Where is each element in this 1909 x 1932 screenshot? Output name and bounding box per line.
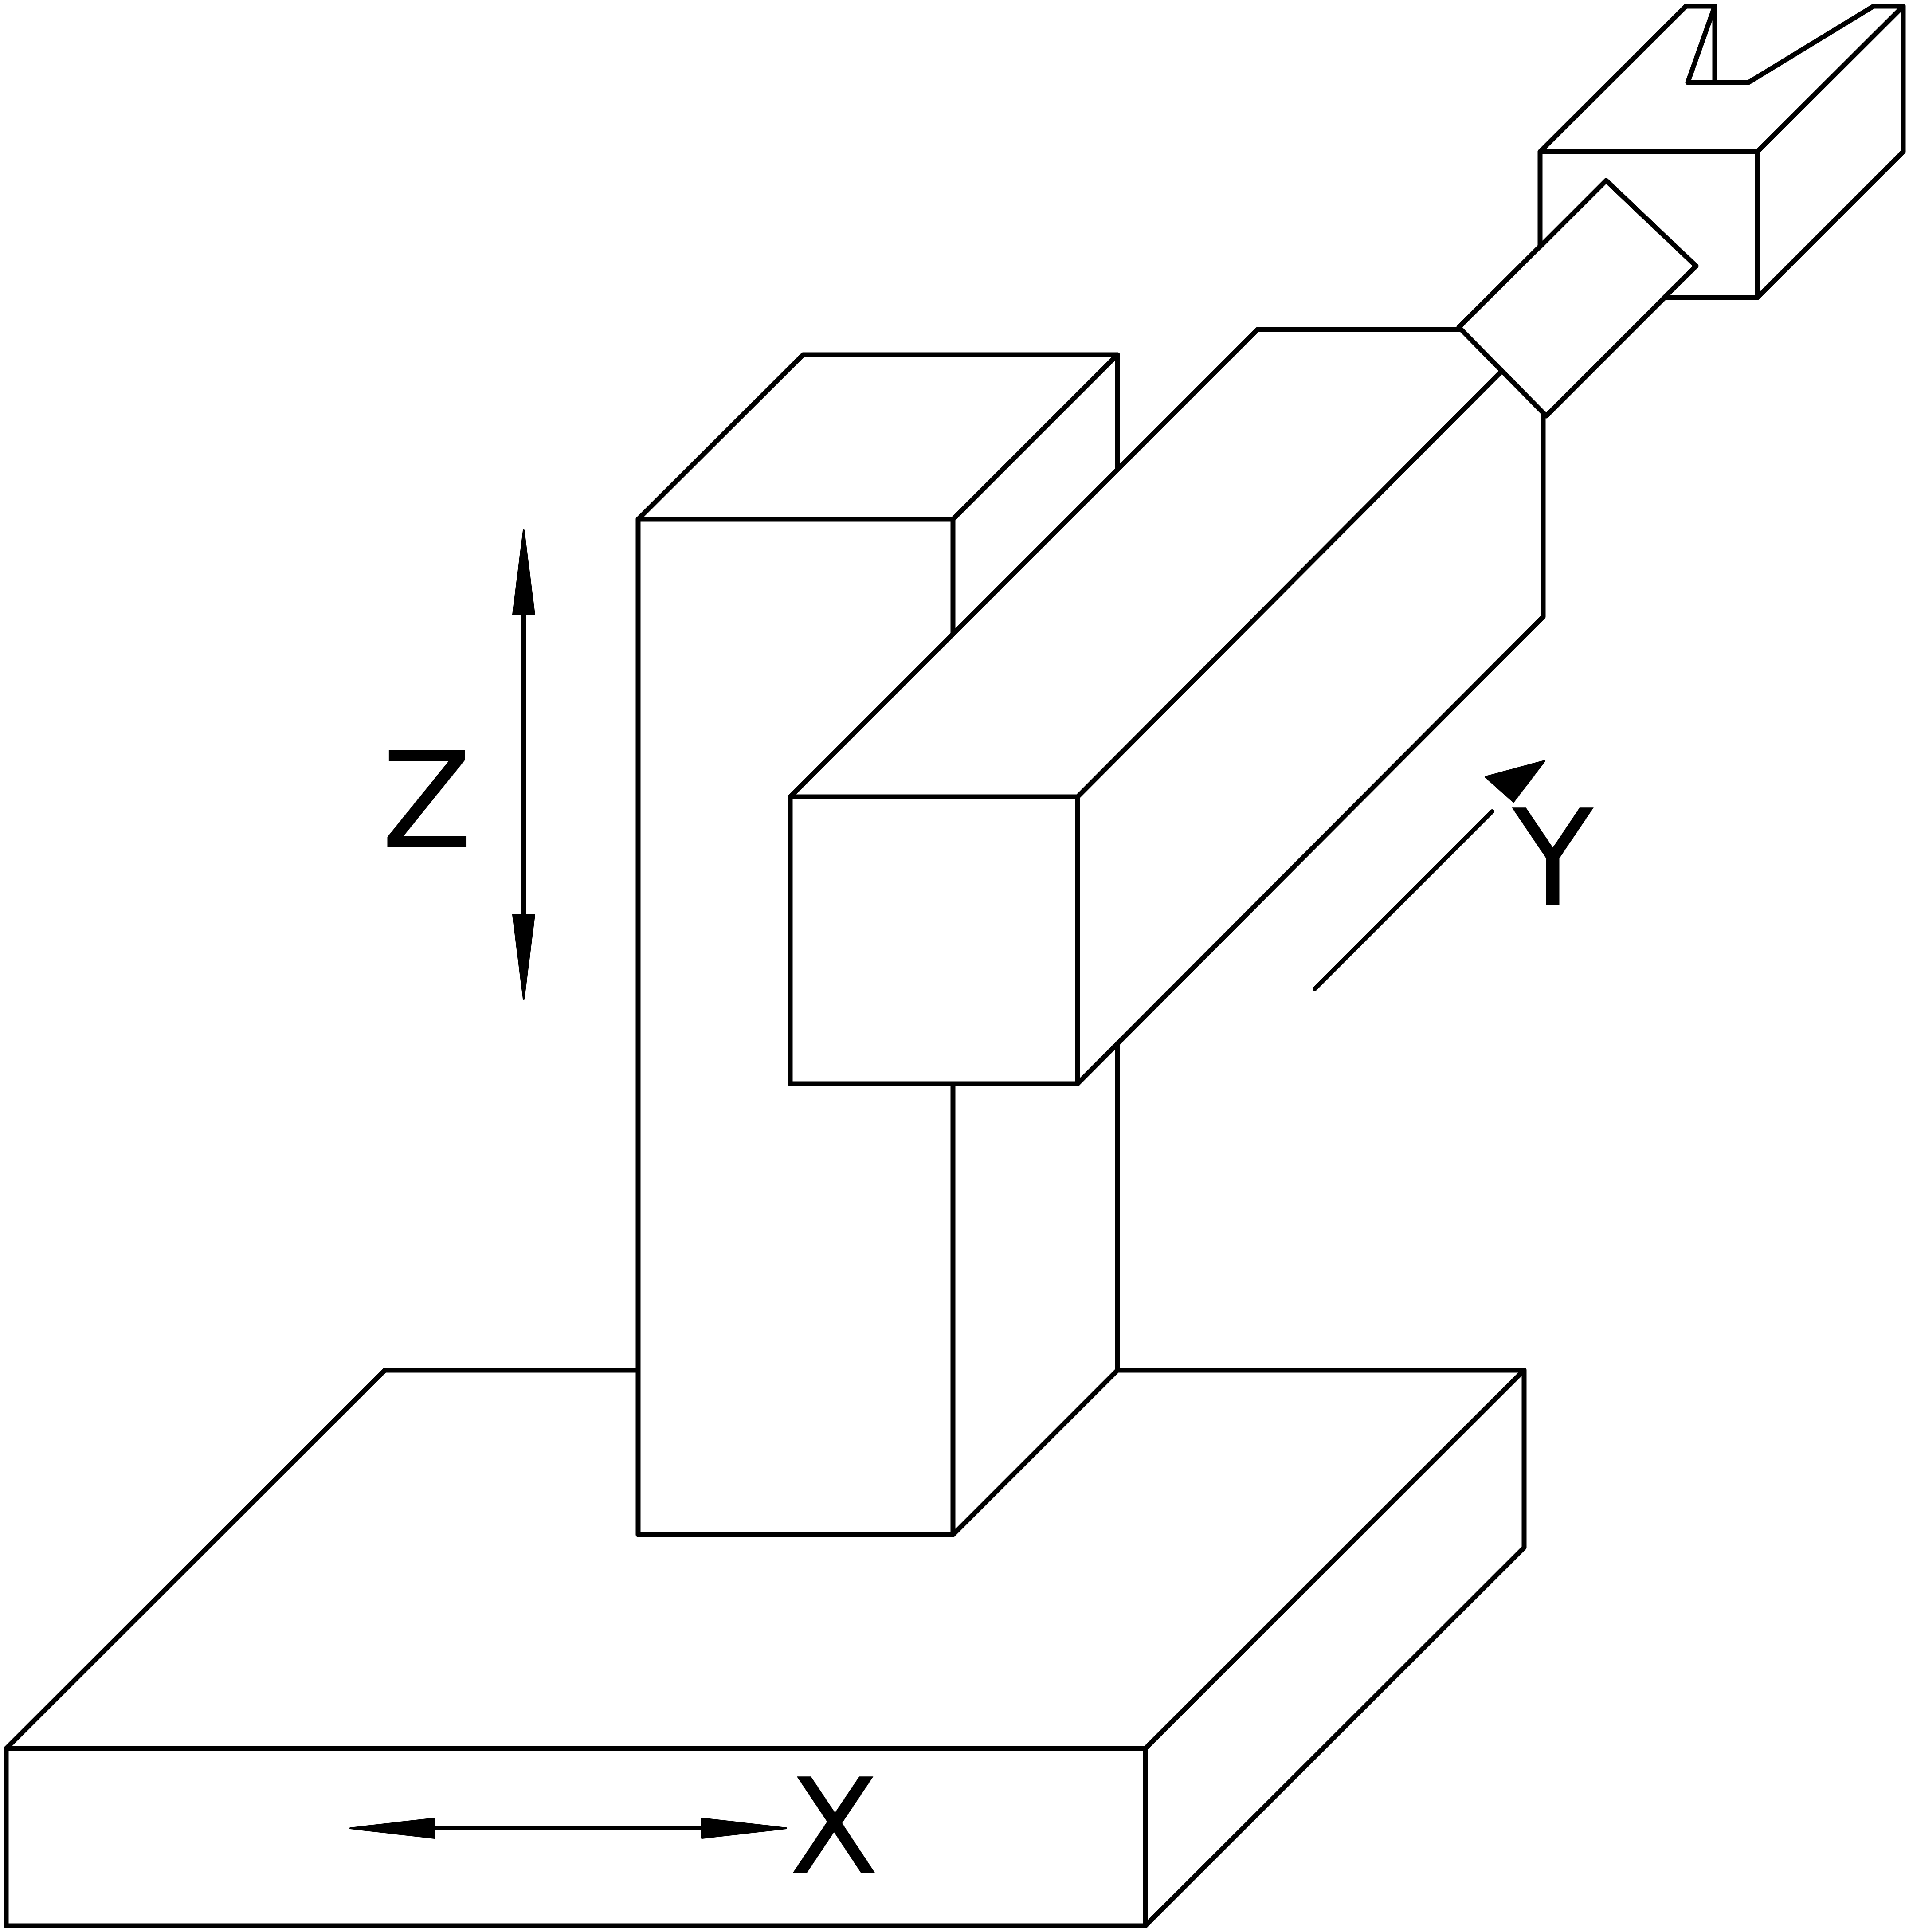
y-axis-label: Y bbox=[1510, 781, 1595, 936]
end-block-front-face bbox=[1537, 149, 1760, 300]
base-slab bbox=[4, 1368, 1527, 1928]
y-arrow-shaft bbox=[1313, 809, 1494, 991]
x-arrow-head-left bbox=[349, 1818, 435, 1839]
horizontal-arm bbox=[788, 327, 1546, 1086]
z-axis-arrow bbox=[512, 529, 535, 1000]
base-front-face bbox=[4, 1746, 1148, 1928]
end-effector-block bbox=[1537, 4, 1906, 300]
z-arrow-head-up bbox=[512, 529, 535, 615]
z-arrow-head-down bbox=[512, 914, 535, 1000]
x-axis-arrow bbox=[349, 1818, 787, 1839]
y-axis-arrow bbox=[1313, 760, 1545, 991]
gripper-jaw-left bbox=[1685, 4, 1717, 85]
end-block-top-face bbox=[1537, 4, 1906, 154]
x-arrow-head-right bbox=[701, 1818, 787, 1839]
x-axis-label: X bbox=[788, 1750, 880, 1905]
z-axis-label: Z bbox=[381, 724, 473, 878]
y-arrow-head bbox=[1485, 760, 1545, 803]
arm-front-face bbox=[788, 794, 1080, 1086]
